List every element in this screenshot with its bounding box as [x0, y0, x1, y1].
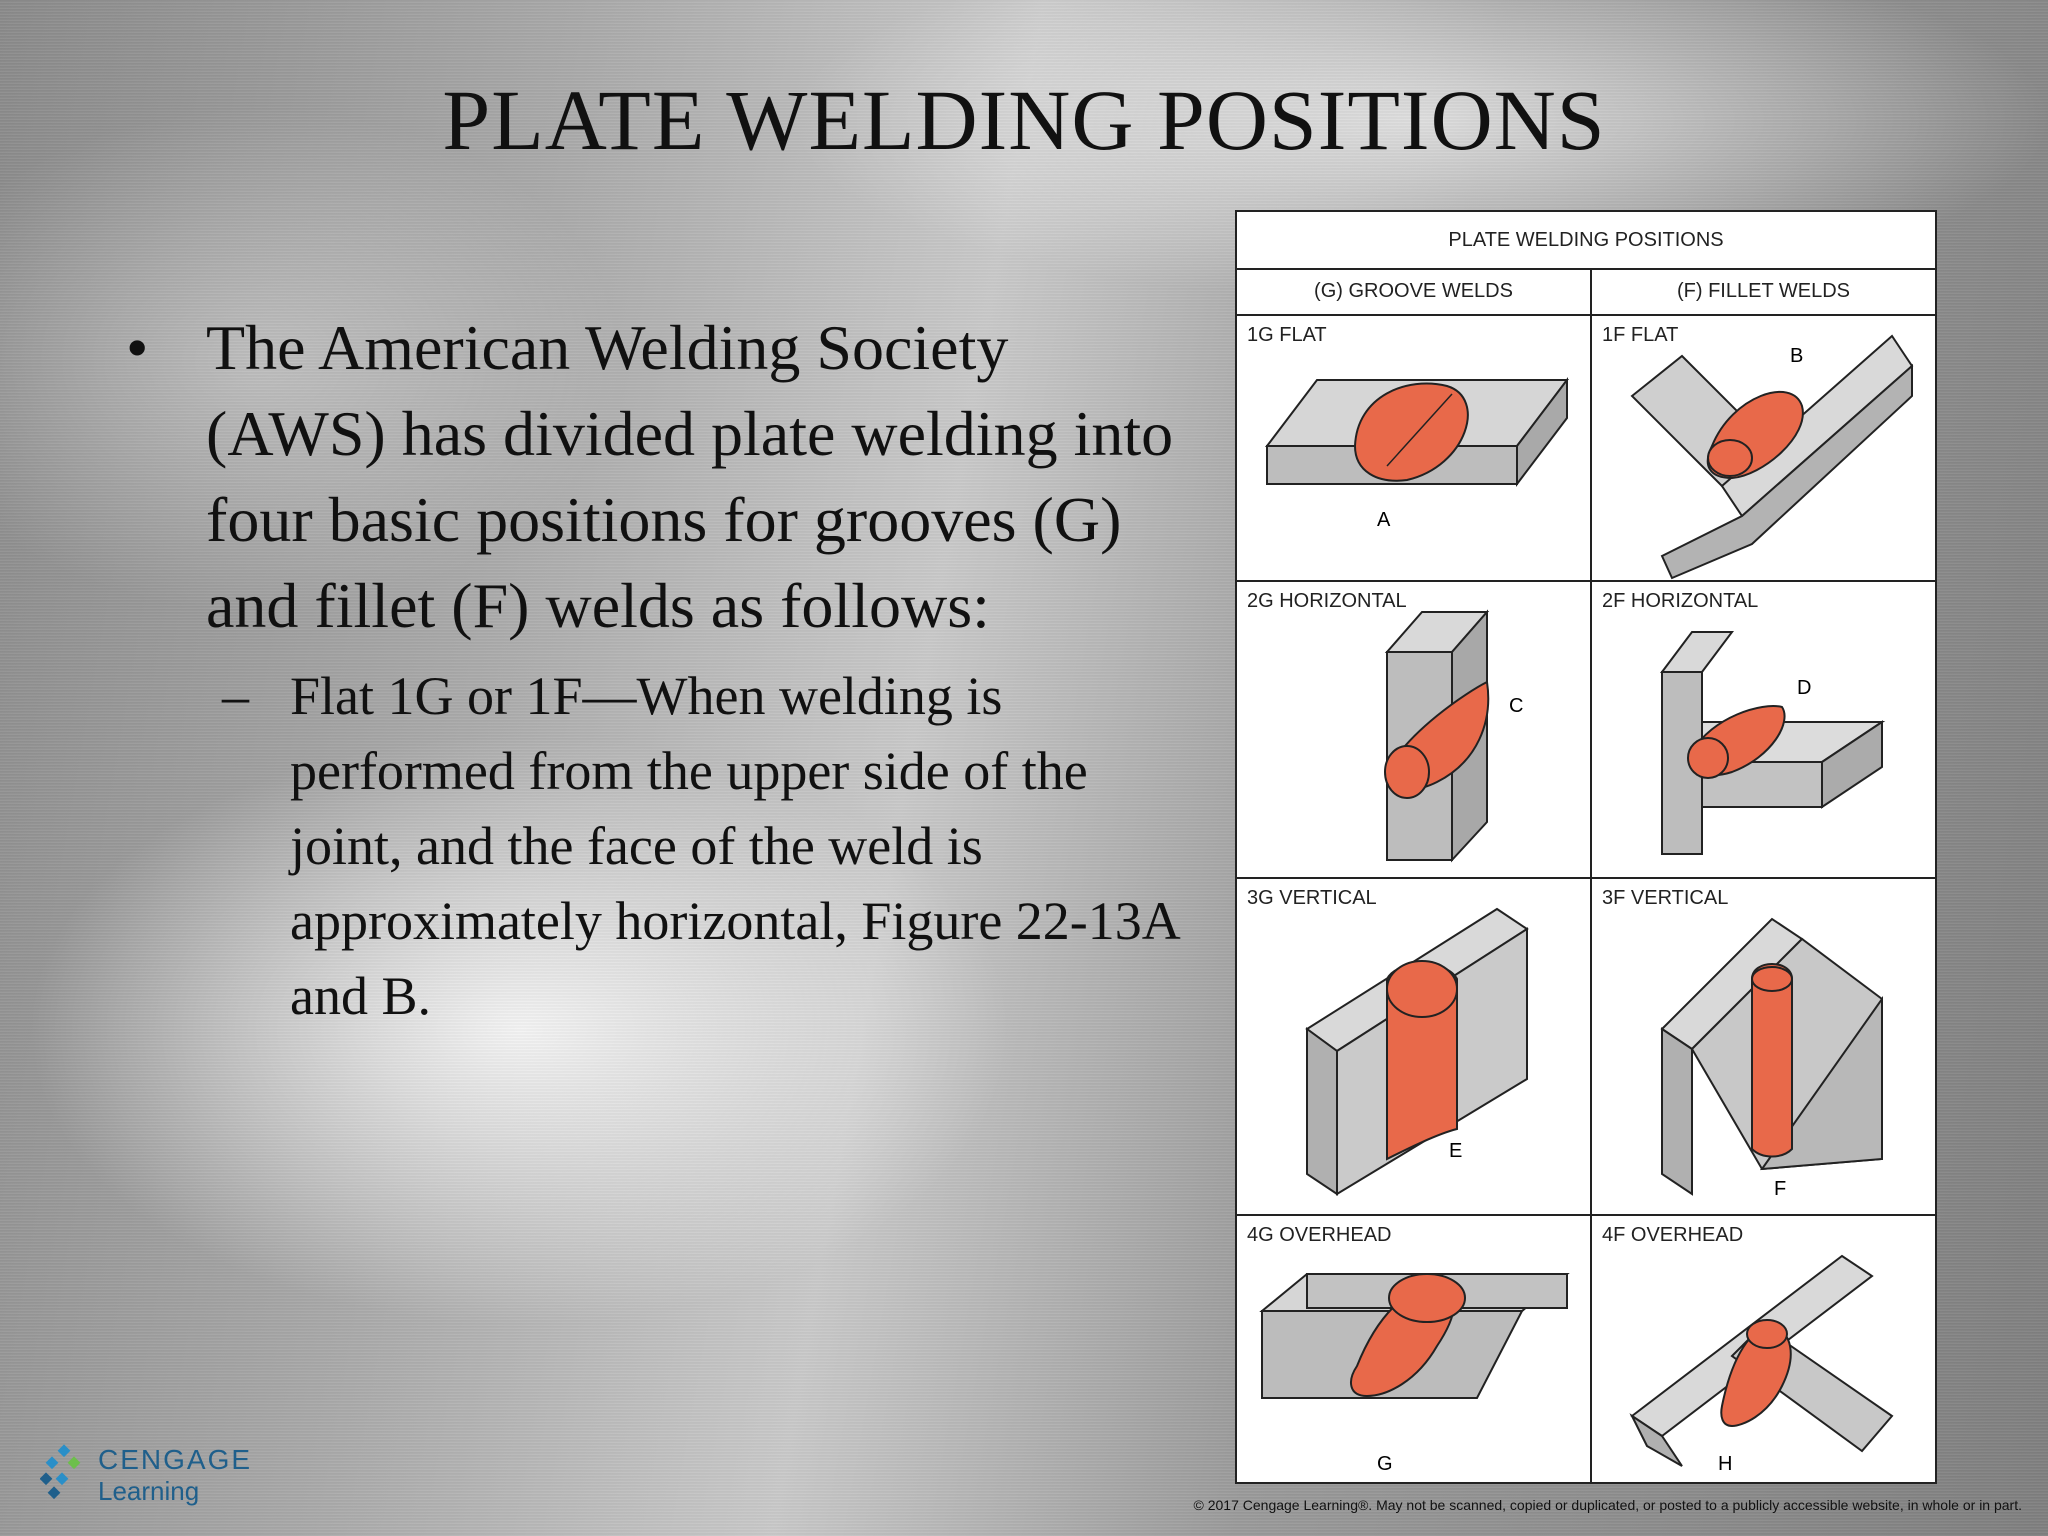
column-header-fillet: (F) FILLET WELDS: [1592, 268, 1935, 316]
slide-title: PLATE WELDING POSITIONS: [442, 72, 1606, 168]
weld-4f-overhead-illustration: H: [1629, 1254, 1894, 1475]
weld-3f-vertical-illustration: F: [1660, 917, 1883, 1200]
weld-letter: C: [1509, 695, 1523, 717]
cell-label: 4G OVERHEAD: [1247, 1224, 1392, 1246]
column-divider: [1590, 268, 1592, 1482]
weld-letter: D: [1797, 677, 1811, 699]
weld-letter: G: [1377, 1453, 1393, 1475]
weld-1g-flat-illustration: A: [1264, 377, 1570, 531]
weld-letter: B: [1790, 345, 1803, 367]
logo-mark-icon: [40, 1444, 81, 1500]
cell-label: 1F FLAT: [1602, 324, 1679, 346]
cell-4g-overhead: 4G OVERHEAD G: [1237, 1216, 1590, 1482]
weld-letter: H: [1718, 1453, 1732, 1475]
bullet-text-sub: Flat 1G or 1F—When welding is performed …: [290, 666, 1178, 1026]
row-divider: [1237, 877, 1935, 879]
weld-4g-overhead-illustration: G: [1259, 1273, 1570, 1475]
weld-letter: A: [1377, 509, 1391, 531]
logo-text-learning: Learning: [98, 1476, 200, 1506]
cell-4f-overhead: 4F OVERHEAD H: [1592, 1216, 1935, 1482]
weld-letter: E: [1449, 1140, 1462, 1162]
cell-2f-horizontal: 2F HORIZONTAL D: [1592, 582, 1935, 877]
cell-label: 1G FLAT: [1247, 324, 1327, 346]
weld-letter: F: [1774, 1178, 1786, 1200]
bullet-item-sub: – Flat 1G or 1F—When welding is performe…: [220, 659, 1200, 1034]
cell-label: 2F HORIZONTAL: [1602, 590, 1759, 612]
weld-1f-flat-illustration: B: [1630, 334, 1914, 580]
cell-label: 4F OVERHEAD: [1602, 1224, 1744, 1246]
weld-2f-horizontal-illustration: D: [1660, 631, 1886, 855]
cell-3g-vertical: 3G VERTICAL E: [1237, 879, 1590, 1214]
bullet-list: • The American Welding Society (AWS) has…: [120, 305, 1200, 1034]
bullet-text-main: The American Welding Society (AWS) has d…: [206, 312, 1174, 641]
cell-label: 3G VERTICAL: [1247, 887, 1377, 909]
cell-3f-vertical: 3F VERTICAL F: [1592, 879, 1935, 1214]
bullet-item-main: • The American Welding Society (AWS) has…: [120, 305, 1200, 649]
copyright-notice: © 2017 Cengage Learning®. May not be sca…: [1193, 1497, 2022, 1513]
row-divider: [1237, 580, 1935, 582]
logo-text-cengage: CENGAGE: [98, 1444, 253, 1475]
figure-title: PLATE WELDING POSITIONS: [1237, 212, 1935, 270]
cell-2g-horizontal: 2G HORIZONTAL C: [1237, 582, 1590, 877]
cell-1g-flat: 1G FLAT A: [1237, 316, 1590, 580]
cell-1f-flat: 1F FLAT B: [1592, 316, 1935, 580]
sub-bullet-marker: –: [222, 666, 249, 726]
welding-positions-figure: PLATE WELDING POSITIONS (G) GROOVE WELDS…: [1235, 210, 1937, 1484]
weld-2g-horizontal-illustration: C: [1384, 609, 1523, 863]
bullet-marker: •: [126, 312, 149, 383]
cengage-logo: CENGAGE Learning: [40, 1440, 260, 1510]
column-header-groove: (G) GROOVE WELDS: [1237, 268, 1590, 316]
row-divider: [1237, 1214, 1935, 1216]
weld-3g-vertical-illustration: E: [1305, 907, 1529, 1196]
cell-label: 2G HORIZONTAL: [1247, 590, 1407, 612]
cell-label: 3F VERTICAL: [1602, 887, 1729, 909]
